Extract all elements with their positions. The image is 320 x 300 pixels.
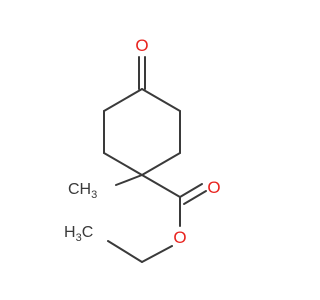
ketone-oxygen-label: O [135,36,148,55]
bond-ch2-to-ch3 [107,240,143,263]
bond-carbonyl-double-a [179,183,203,198]
methyl-label: CH3 [68,181,97,201]
bond-ring-bottom-left [103,152,143,176]
bond-carbonyl-double-b [183,190,207,205]
ester-oxygen-label: O [173,228,186,247]
bond-ring-top-right [141,88,181,112]
structure-svg: O O O CH3 H3C [64,36,221,263]
ethyl-methyl-label: H3C [64,224,93,244]
methyl-subscript: 3 [91,189,97,201]
carbonyl-oxygen-label: O [207,178,220,197]
ethyl-methyl-subscript: 3 [76,232,82,244]
ethyl-methyl-main: H [64,224,76,241]
bond-methyl [115,174,143,186]
bond-ring-bottom-right [141,152,181,176]
methyl-main: CH [68,181,91,198]
ethyl-methyl-tail: C [82,224,94,241]
bond-quaternary-to-carbonyl [141,174,181,198]
bond-ring-top-left [103,88,143,112]
bond-ester-o-to-ch2 [141,245,173,263]
molecule-diagram: O O O CH3 H3C [64,36,221,263]
